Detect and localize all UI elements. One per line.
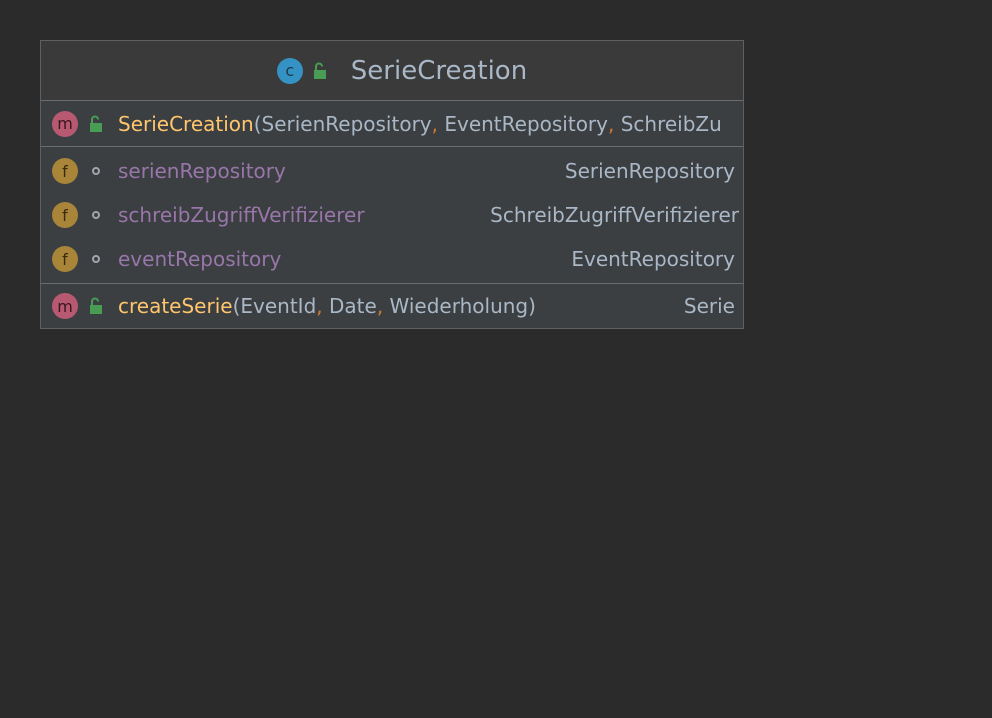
method-name: createSerie: [118, 294, 233, 318]
method-params: (EventId, Date, Wiederholung): [232, 294, 536, 318]
methods-section: m createSerie(EventId, Date, Wiederholun…: [41, 284, 743, 328]
package-private-icon: [92, 167, 100, 175]
constructor-row[interactable]: m SerieCreation(SerienRepository, EventR…: [41, 101, 743, 146]
public-lock-icon: [90, 297, 102, 314]
field-name: eventRepository: [118, 247, 282, 271]
class-icon: c: [276, 57, 303, 84]
field-row[interactable]: f eventRepository EventRepository: [41, 237, 743, 281]
constructor-section: m SerieCreation(SerienRepository, EventR…: [41, 101, 743, 147]
field-name: schreibZugriffVerifizierer: [118, 203, 365, 227]
field-type: EventRepository: [571, 247, 735, 271]
class-name: SerieCreation: [350, 55, 528, 86]
fields-section: f serienRepository SerienRepository f sc…: [41, 147, 743, 284]
public-lock-icon: [90, 115, 102, 132]
field-name: serienRepository: [118, 159, 286, 183]
constructor-params: (SerienRepository, EventRepository, Schr…: [253, 111, 722, 136]
public-lock-icon: [313, 62, 326, 79]
field-type: SerienRepository: [564, 159, 735, 183]
field-row[interactable]: f serienRepository SerienRepository: [41, 149, 743, 193]
method-icon: m: [52, 110, 78, 137]
class-header: c SerieCreation: [41, 41, 743, 101]
field-icon: f: [52, 202, 78, 228]
package-private-icon: [92, 255, 100, 263]
constructor-name: SerieCreation: [118, 111, 254, 136]
method-icon: m: [52, 293, 78, 319]
field-icon: f: [52, 246, 78, 272]
method-row[interactable]: m createSerie(EventId, Date, Wiederholun…: [41, 284, 743, 328]
uml-class-box[interactable]: c SerieCreation m SerieCreation(SerienRe…: [40, 40, 744, 329]
package-private-icon: [92, 211, 100, 219]
field-icon: f: [52, 158, 78, 184]
method-return-type: Serie: [683, 294, 735, 318]
field-row[interactable]: f schreibZugriffVerifizierer SchreibZugr…: [41, 193, 743, 237]
field-type: SchreibZugriffVerifizierer: [490, 203, 739, 227]
